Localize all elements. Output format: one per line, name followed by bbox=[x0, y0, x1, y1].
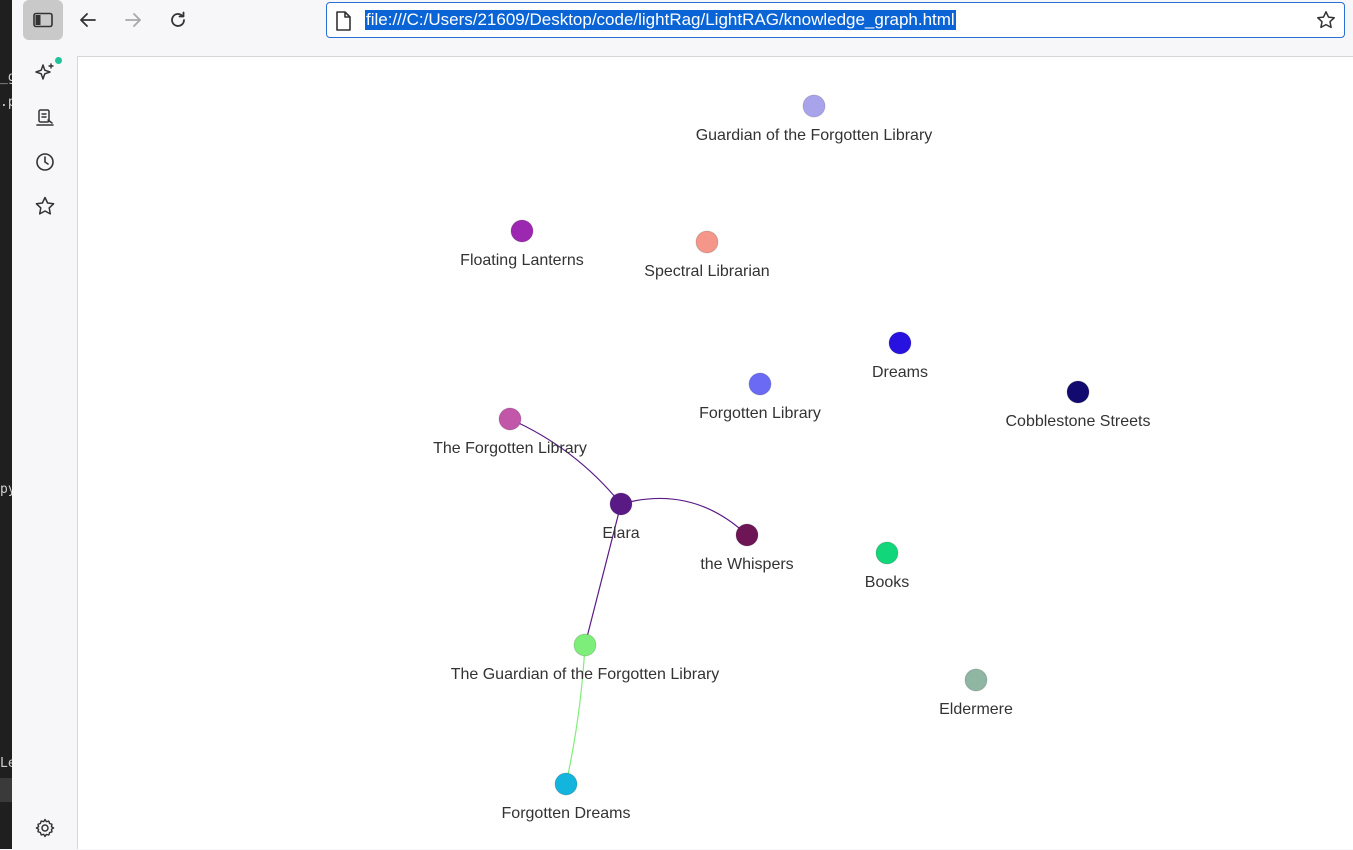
collections-button[interactable] bbox=[30, 103, 60, 133]
graph-node-label: The Forgotten Library bbox=[433, 440, 587, 457]
sidebar-toggle-button[interactable] bbox=[23, 0, 63, 40]
graph-node[interactable]: Floating Lanterns bbox=[460, 219, 584, 269]
strip-text: py bbox=[0, 482, 12, 497]
url-text[interactable]: file:///C:/Users/21609/Desktop/code/ligh… bbox=[365, 10, 956, 30]
graph-node-circle[interactable] bbox=[695, 230, 719, 254]
star-icon bbox=[35, 196, 55, 215]
graph-node-label: Spectral Librarian bbox=[644, 263, 769, 280]
graph-node[interactable]: the Whispers bbox=[700, 523, 794, 573]
graph-node-label: The Guardian of the Forgotten Library bbox=[451, 666, 720, 683]
graph-edge bbox=[565, 644, 586, 785]
graph-node-label: Floating Lanterns bbox=[460, 252, 584, 269]
graph-node-circle[interactable] bbox=[964, 668, 988, 692]
strip-text: .p bbox=[0, 95, 12, 110]
graph-node[interactable]: Spectral Librarian bbox=[644, 230, 770, 280]
sparkle-icon bbox=[35, 63, 54, 80]
back-button[interactable] bbox=[70, 2, 106, 38]
graph-node[interactable]: Dreams bbox=[872, 331, 928, 381]
reload-icon bbox=[171, 11, 185, 27]
history-icon bbox=[36, 153, 54, 171]
graph-node-circle[interactable] bbox=[498, 407, 522, 431]
sidebar-toggle-icon bbox=[33, 12, 53, 28]
history-button[interactable] bbox=[30, 147, 60, 177]
arrow-right-icon bbox=[125, 13, 141, 27]
browser-side-panel bbox=[12, 44, 76, 849]
graph-edge bbox=[584, 503, 622, 646]
knowledge-graph: Guardian of the Forgotten LibraryFloatin… bbox=[433, 94, 1151, 822]
forward-button[interactable] bbox=[115, 2, 151, 38]
file-icon bbox=[336, 11, 351, 31]
graph-node-circle[interactable] bbox=[748, 372, 772, 396]
graph-node-circle[interactable] bbox=[1066, 380, 1090, 404]
graph-node[interactable]: Cobblestone Streets bbox=[1006, 380, 1151, 430]
graph-node-label: Elara bbox=[602, 525, 639, 542]
strip-bar bbox=[0, 778, 12, 802]
strip-text: _g bbox=[0, 70, 12, 85]
graph-node[interactable]: Forgotten Dreams bbox=[502, 772, 631, 822]
graph-node[interactable]: Eldermere bbox=[939, 668, 1013, 718]
graph-edge bbox=[620, 497, 748, 536]
copilot-button[interactable] bbox=[30, 58, 60, 88]
graph-node-circle[interactable] bbox=[573, 633, 597, 657]
favorites-button[interactable] bbox=[30, 191, 60, 221]
graph-node-circle[interactable] bbox=[510, 219, 534, 243]
graph-node[interactable]: Elara bbox=[602, 492, 640, 542]
notification-dot bbox=[55, 57, 62, 64]
graph-node-label: Guardian of the Forgotten Library bbox=[696, 127, 933, 144]
strip-text: Le bbox=[0, 756, 12, 771]
graph-node-circle[interactable] bbox=[609, 492, 633, 516]
background-editor-strip: _g .p py Le bbox=[0, 0, 12, 849]
graph-node-circle[interactable] bbox=[802, 94, 826, 118]
settings-button[interactable] bbox=[30, 813, 60, 843]
address-bar[interactable]: file:///C:/Users/21609/Desktop/code/ligh… bbox=[326, 2, 1345, 38]
graph-node[interactable]: Books bbox=[865, 541, 909, 591]
graph-node[interactable]: The Guardian of the Forgotten Library bbox=[451, 633, 720, 683]
graph-node-label: Dreams bbox=[872, 364, 928, 381]
reload-button[interactable] bbox=[160, 2, 196, 38]
graph-node-label: Books bbox=[865, 574, 909, 591]
graph-node[interactable]: The Forgotten Library bbox=[433, 407, 587, 457]
graph-edge bbox=[509, 418, 622, 505]
graph-node[interactable]: Guardian of the Forgotten Library bbox=[696, 94, 933, 144]
graph-node-circle[interactable] bbox=[554, 772, 578, 796]
collections-icon bbox=[36, 109, 54, 126]
graph-node-label: Cobblestone Streets bbox=[1006, 413, 1151, 430]
gear-icon bbox=[35, 818, 55, 838]
graph-node-label: Eldermere bbox=[939, 701, 1013, 718]
graph-node-circle[interactable] bbox=[875, 541, 899, 565]
graph-node-label: Forgotten Dreams bbox=[502, 805, 631, 822]
arrow-left-icon bbox=[80, 13, 96, 27]
graph-node[interactable]: Forgotten Library bbox=[699, 372, 821, 422]
graph-node-circle[interactable] bbox=[735, 523, 759, 547]
graph-node-label: Forgotten Library bbox=[699, 405, 821, 422]
star-outline-icon[interactable] bbox=[1316, 10, 1336, 30]
graph-node-label: the Whispers bbox=[700, 556, 793, 573]
graph-node-circle[interactable] bbox=[888, 331, 912, 355]
